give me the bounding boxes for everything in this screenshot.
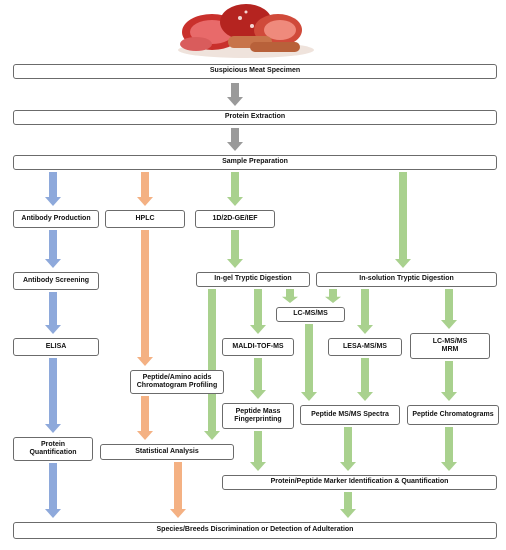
arrow-insolution-to-lcmsms <box>325 289 341 303</box>
node-label: Quantification <box>29 449 77 456</box>
node-label: Fingerprinting <box>234 416 282 423</box>
node-label: Species/Breeds Discrimination or Detecti… <box>156 526 354 534</box>
arrow-extraction-to-preparation <box>227 128 243 151</box>
salami-fat-dot <box>244 10 248 14</box>
arrow-production-to-screening <box>45 230 61 268</box>
node-label: Peptide Mass <box>235 407 281 415</box>
chromatogram-profiling-box: Peptide/Amino acids Chromatogram Profili… <box>130 370 224 394</box>
in-solution-tryptic-digestion-box: In-solution Tryptic Digestion <box>316 272 497 287</box>
elisa-box: ELISA <box>13 338 99 356</box>
peptide-mass-fingerprinting-box: Peptide Mass Fingerprinting <box>222 403 294 429</box>
arrow-screening-to-elisa <box>45 292 61 334</box>
node-label: Protein/Peptide Marker Identification & … <box>270 478 449 486</box>
antibody-production-box: Antibody Production <box>13 210 99 228</box>
protein-quantification-box: Protein Quantification <box>13 437 93 461</box>
node-label: Peptide Chromatograms <box>412 410 494 418</box>
arrow-marker-to-final <box>340 492 356 518</box>
lc-ms-ms-mrm-box: LC-MS/MS MRM <box>410 333 490 359</box>
arrow-statistical-to-final <box>170 462 186 518</box>
suspicious-meat-specimen-box: Suspicious Meat Specimen <box>13 64 497 79</box>
node-label: Protein Extraction <box>224 113 286 121</box>
arrow-hplc-to-profiling <box>137 230 153 366</box>
arrow-profiling-to-statistical <box>137 396 153 440</box>
node-label: Antibody Production <box>21 214 91 222</box>
arrow-insolution-to-mrm <box>441 289 457 329</box>
arrow-prep-to-antibody-production <box>45 172 61 206</box>
node-label: Suspicious Meat Specimen <box>209 67 301 75</box>
node-label: Chromatogram Profiling <box>136 382 218 389</box>
salami-fat-dot <box>238 16 242 20</box>
node-label: Peptide MS/MS Spectra <box>311 410 389 418</box>
arrow-ingel-to-lcmsms <box>282 289 298 303</box>
node-label: Antibody Screening <box>22 276 90 284</box>
meat-slice <box>180 37 212 51</box>
lesa-ms-ms-box: LESA-MS/MS <box>328 338 402 356</box>
antibody-screening-box: Antibody Screening <box>13 272 99 290</box>
in-gel-tryptic-digestion-box: In-gel Tryptic Digestion <box>196 272 310 287</box>
node-label: LC-MS/MS <box>293 310 328 318</box>
node-label: ELISA <box>45 342 67 350</box>
peptide-ms-ms-spectra-box: Peptide MS/MS Spectra <box>300 405 400 425</box>
node-label: In-gel Tryptic Digestion <box>214 275 292 283</box>
node-label: LC-MS/MS <box>432 337 468 345</box>
maldi-tof-ms-box: MALDI-TOF-MS <box>222 338 294 356</box>
node-label: Peptide/Amino acids <box>142 373 212 381</box>
statistical-analysis-box: Statistical Analysis <box>100 444 234 460</box>
arrow-mrm-to-chromatograms <box>441 361 457 401</box>
arrow-chromatograms-to-marker <box>441 427 457 471</box>
arrow-prep-to-gel <box>227 172 243 206</box>
raw-meat-products-image <box>178 4 314 58</box>
salami-fat-dot <box>250 24 254 28</box>
arrow-ingel-to-maldi <box>250 289 266 334</box>
node-label: Sample Preparation <box>222 158 288 166</box>
arrow-prep-to-hplc <box>137 172 153 206</box>
peptide-chromatograms-box: Peptide Chromatograms <box>407 405 499 425</box>
species-discrimination-box: Species/Breeds Discrimination or Detecti… <box>13 522 497 539</box>
arrow-prep-to-insolution <box>395 172 411 268</box>
node-label: MRM <box>441 346 459 353</box>
hplc-box: HPLC <box>105 210 185 228</box>
marker-identification-box: Protein/Peptide Marker Identification & … <box>222 475 497 490</box>
node-label: MALDI-TOF-MS <box>232 342 284 350</box>
sample-preparation-box: Sample Preparation <box>13 155 497 170</box>
node-label: LESA-MS/MS <box>343 342 387 350</box>
arrow-ingel-to-statistical <box>204 289 220 440</box>
lc-ms-ms-box: LC-MS/MS <box>276 307 345 322</box>
node-label: Protein <box>40 440 66 448</box>
arrow-lesa-to-spectra <box>357 358 373 401</box>
arrow-spectra-to-marker <box>340 427 356 471</box>
arrow-specimen-to-extraction <box>227 83 243 106</box>
arrow-quantification-to-final <box>45 463 61 518</box>
node-label: HPLC <box>135 214 155 222</box>
arrow-pmf-to-marker <box>250 431 266 471</box>
ham-piece-inner <box>264 20 296 40</box>
arrow-maldi-to-pmf <box>250 358 266 399</box>
sausage <box>250 42 300 52</box>
arrow-lcmsms-to-spectra <box>301 324 317 401</box>
arrow-gel-to-ingel <box>227 230 243 268</box>
arrow-insolution-to-lesa <box>357 289 373 334</box>
gel-electrophoresis-box: 1D/2D-GE/IEF <box>195 210 275 228</box>
protein-extraction-box: Protein Extraction <box>13 110 497 125</box>
node-label: In-solution Tryptic Digestion <box>359 275 454 283</box>
node-label: Statistical Analysis <box>135 447 199 455</box>
node-label: 1D/2D-GE/IEF <box>212 214 258 222</box>
arrow-elisa-to-quantification <box>45 358 61 433</box>
